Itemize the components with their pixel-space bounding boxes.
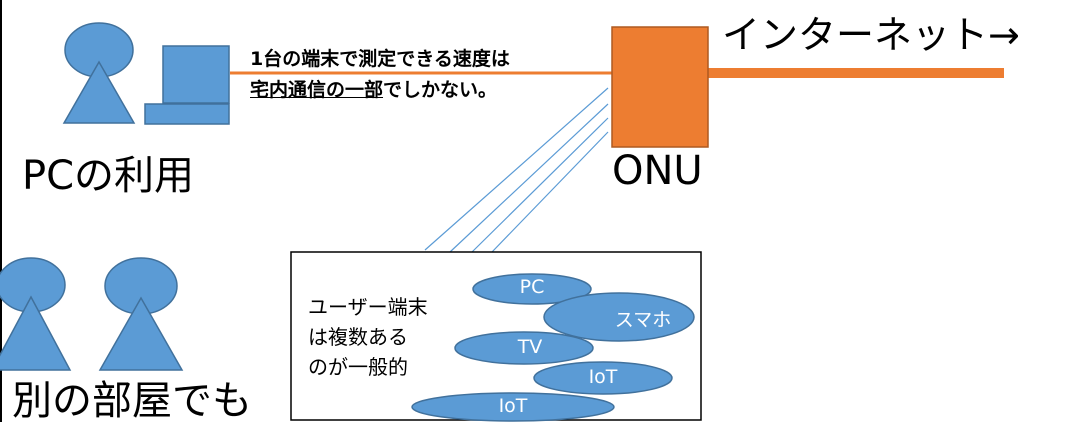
- device-smartphone-label: スマホ: [614, 309, 672, 331]
- device-smartphone-shape: [543, 292, 695, 342]
- person-icon: [98, 257, 184, 371]
- device-iot-label: IoT: [588, 366, 618, 388]
- pc-usage-label: PCの利用: [22, 153, 195, 199]
- other-room-label: 別の部屋でも: [12, 378, 252, 424]
- device-pc-label: PC: [519, 276, 545, 298]
- device-tv-shape: [454, 331, 594, 365]
- device-iot-shape: [533, 361, 673, 395]
- speed-note: 1台の端末で測定できる速度は 宅内通信の一部でしかない。: [250, 44, 510, 106]
- device-pc-shape: [472, 273, 592, 305]
- person-icon: [0, 257, 72, 371]
- device-iot-label: IoT: [498, 395, 528, 417]
- devices-note: ユーザー端末 は複数ある のが一般的: [308, 295, 428, 379]
- wireless-link-4: [491, 131, 609, 253]
- device-tv-label: TV: [517, 336, 543, 358]
- wireless-link-2: [449, 103, 609, 253]
- onu-label: ONU: [612, 148, 703, 194]
- speed-note-underlined: 宅内通信の一部: [250, 79, 384, 101]
- internet-label: インターネット→: [722, 13, 1020, 57]
- wireless-link-1: [424, 87, 609, 251]
- laptop-icon: [144, 45, 230, 125]
- device-iot-shape: [411, 392, 615, 422]
- speed-note-line1: 1台の端末で測定できる速度は: [250, 48, 510, 70]
- onu-box: [611, 26, 709, 148]
- wireless-link-3: [471, 117, 609, 253]
- person-icon: [62, 22, 136, 124]
- speed-note-rest: でしかない。: [383, 79, 498, 101]
- speed-note-line2: 宅内通信の一部でしかない。: [250, 75, 510, 106]
